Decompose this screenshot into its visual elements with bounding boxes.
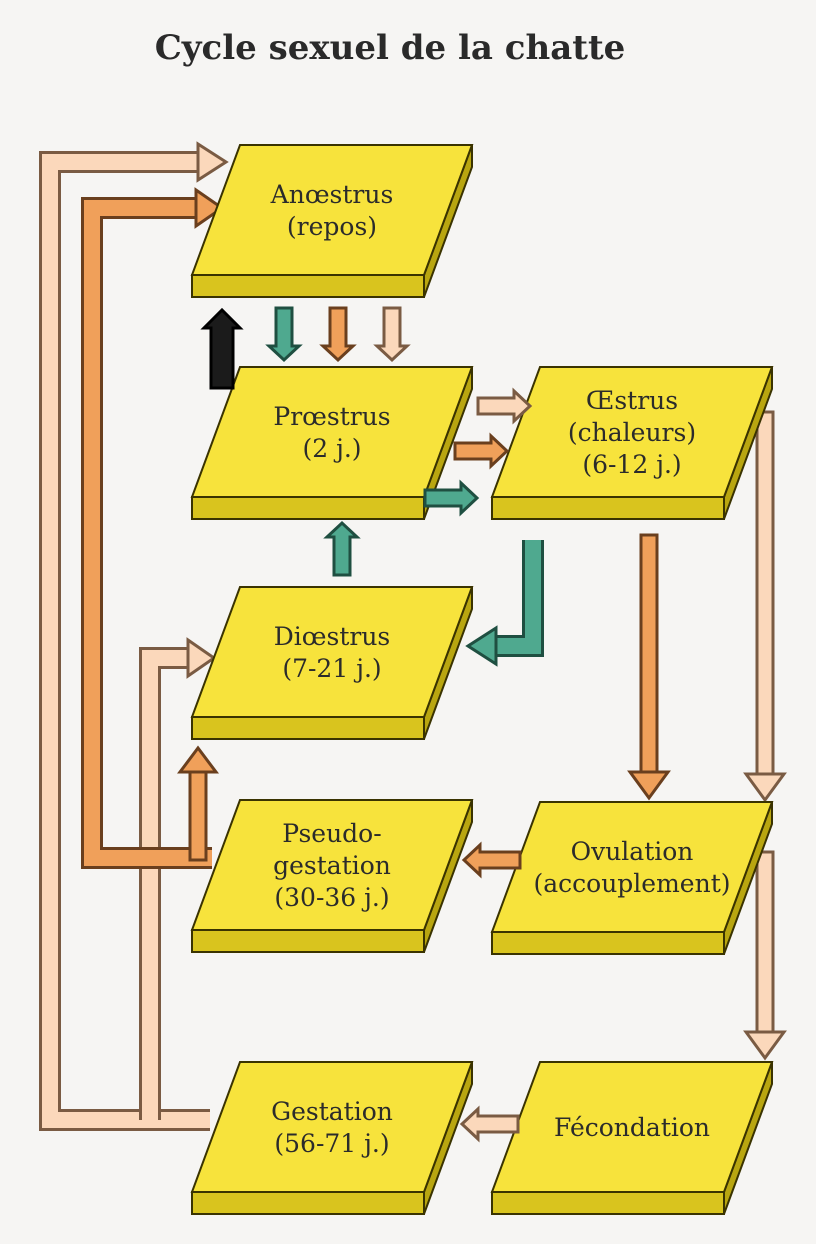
arrow-proestrus-to-oestrus-teal	[423, 479, 480, 517]
stage-label-pseudogestation-line-2: (30-36 j.)	[274, 883, 389, 912]
arrow-ovulation-to-fecondation	[743, 850, 787, 1061]
stage-box-dioestrus: Diœstrus (7-21 j.)	[190, 586, 474, 740]
stage-label-fecondation-line-0: Fécondation	[554, 1113, 710, 1142]
arrow-anoestrus-to-proestrus-orange	[319, 306, 357, 363]
loop-dioestrus-arrowhead	[186, 637, 217, 679]
loop-gestation-to-dioestrus	[139, 637, 217, 1120]
stage-label-oestrus-line-0: Œstrus	[586, 386, 678, 415]
stage-box-pseudogestation: Pseudo-gestation (30-36 j.)	[190, 799, 474, 953]
arrow-anoestrus-to-proestrus-peach	[373, 306, 411, 363]
arrow-ovulation-to-pseudogestation	[461, 841, 522, 879]
arrow-dioestrus-to-proestrus	[323, 520, 361, 577]
stage-box-ovulation: Ovulation (accouplement)	[490, 801, 774, 955]
arrow-proestrus-to-oestrus-peach	[476, 387, 533, 425]
stage-label-anoestrus-line-1: (repos)	[287, 212, 377, 241]
stage-box-oestrus: Œstrus (chaleurs) (6-12 j.)	[490, 366, 774, 520]
arrow-oestrus-to-ovulation-orange	[627, 533, 671, 801]
stage-label-oestrus-line-2: (6-12 j.)	[582, 450, 681, 479]
stage-label-pseudogestation-line-0: Pseudo-	[282, 819, 381, 848]
arrow-proestrus-to-anoestrus-black	[200, 307, 244, 390]
stage-label-oestrus-line-1: (chaleurs)	[568, 418, 696, 447]
arrow-oestrus-to-ovulation-peach	[743, 410, 787, 803]
arrow-oestrus-to-dioestrus	[465, 540, 544, 667]
stage-box-anoestrus: Anœstrus (repos)	[190, 144, 474, 298]
arrow-fecondation-to-gestation	[459, 1105, 520, 1143]
arrow-proestrus-to-oestrus-orange	[453, 432, 510, 470]
stage-label-anoestrus-line-0: Anœstrus	[270, 180, 394, 209]
loop-gestation-to-anoestrus	[39, 141, 229, 1131]
stage-label-dioestrus-line-0: Diœstrus	[274, 622, 391, 651]
stage-label-gestation-line-0: Gestation	[271, 1097, 393, 1126]
page-title: Cycle sexuel de la chatte	[154, 28, 626, 68]
stage-label-proestrus-line-0: Prœstrus	[273, 402, 390, 431]
stage-label-proestrus-line-1: (2 j.)	[302, 434, 361, 463]
stage-label-ovulation-line-1: (accouplement)	[533, 869, 730, 898]
arrow-anoestrus-to-proestrus-teal	[265, 306, 303, 363]
stage-box-proestrus: Prœstrus (2 j.)	[190, 366, 474, 520]
stage-label-ovulation-line-0: Ovulation	[571, 837, 694, 866]
stage-label-dioestrus-line-1: (7-21 j.)	[282, 654, 381, 683]
stage-label-pseudogestation-line-1: gestation	[273, 851, 391, 880]
loop-anoestrus-orange-arrowhead	[194, 187, 225, 229]
loop-anoestrus-peach-arrowhead	[196, 141, 229, 183]
stage-label-gestation-line-1: (56-71 j.)	[274, 1129, 389, 1158]
stage-box-gestation: Gestation (56-71 j.)	[190, 1061, 474, 1215]
loop-pseudogestation-to-anoestrus	[81, 187, 225, 869]
arrow-pseudogestation-to-dioestrus	[177, 745, 219, 862]
stage-box-fecondation: Fécondation	[490, 1061, 774, 1215]
